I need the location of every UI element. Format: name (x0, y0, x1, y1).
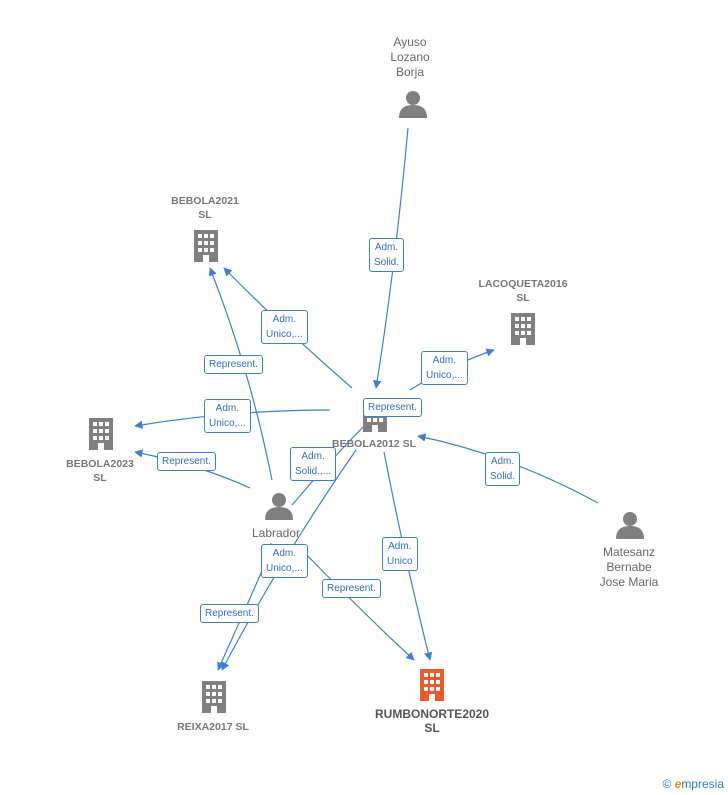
node-ayuso-label[interactable]: Ayuso Lozano Borja (370, 35, 450, 80)
node-bebola2021-label[interactable]: BEBOLA2021 SL (155, 194, 255, 222)
node-ayuso-icon[interactable] (399, 91, 427, 118)
label-line: Labrador (251, 526, 301, 540)
edge-label-adm-solid[interactable]: Adm. Solid. (369, 238, 405, 272)
label-line: Ayuso (393, 35, 427, 49)
edge-label-adm-solid[interactable]: Adm. Solid.,... (290, 447, 337, 481)
label-line: Bernabe (606, 560, 652, 574)
edge-label-line: Unico,... (426, 370, 463, 381)
label-line: LACOQUETA2016 (478, 278, 568, 290)
edge-label-line: Unico,... (209, 418, 246, 429)
edge-label-line: Represent. (327, 583, 376, 594)
edge-labrador-rumbonorte (299, 547, 415, 661)
node-matesanz-icon[interactable] (616, 512, 644, 539)
edge-label-line: Adm. (432, 355, 457, 366)
label-line: BEBOLA2021 (171, 195, 239, 207)
edge-label-line: Solid. (374, 257, 400, 268)
label-line: SL (198, 209, 212, 221)
label-line: REIXA2017 SL (177, 721, 249, 733)
edge-label-line: Represent. (205, 608, 254, 619)
label-line: Jose Maria (599, 575, 659, 589)
edge-label-adm-unico[interactable]: Adm. Unico,... (261, 544, 308, 578)
edge-label-adm-solid[interactable]: Adm. Solid. (485, 452, 521, 486)
label-line: SL (516, 292, 530, 304)
edge-label-represent[interactable]: Represent. (363, 398, 422, 417)
edge-label-line: Adm. (272, 314, 297, 325)
edge-label-line: Adm. (215, 403, 240, 414)
edge-label-line: Represent. (209, 359, 258, 370)
node-labrador-icon[interactable] (265, 493, 293, 520)
node-rumbonorte-label[interactable]: RUMBONORTE2020 SL (362, 707, 502, 735)
edge-label-line: Solid. (490, 471, 516, 482)
label-line: BEBOLA2023 (66, 458, 134, 470)
edge-label-line: Adm. (301, 451, 325, 462)
edge-label-adm-unico[interactable]: Adm. Unico,... (261, 310, 308, 344)
label-line: RUMBONORTE2020 (374, 707, 490, 721)
edge-label-adm-unico[interactable]: Adm. Unico (382, 537, 418, 571)
node-lacoqueta-icon[interactable] (511, 313, 535, 345)
label-line: SL (424, 721, 440, 735)
label-line: SL (93, 472, 107, 484)
label-line: Lozano (390, 50, 430, 64)
copyright-credit: © empresia (662, 777, 724, 791)
node-bebola2012-label[interactable]: BEBOLA2012 SL (318, 437, 430, 451)
node-reixa-icon[interactable] (202, 681, 226, 713)
brand-initial: e (674, 777, 682, 791)
edge-label-represent[interactable]: Represent. (200, 604, 259, 623)
edge-label-represent[interactable]: Represent. (157, 452, 216, 471)
edge-label-line: Adm. (388, 541, 412, 552)
node-bebola2023-label[interactable]: BEBOLA2023 SL (50, 457, 150, 485)
node-matesanz-label[interactable]: Matesanz Bernabe Jose Maria (583, 545, 675, 590)
brand-name: mpresia (681, 777, 724, 791)
edge-label-adm-unico[interactable]: Adm. Unico,... (421, 351, 468, 385)
edge-label-line: Unico (387, 556, 413, 567)
edge-label-line: Adm. (374, 242, 399, 253)
edge-label-line: Represent. (368, 402, 417, 413)
edge-label-line: Adm. (272, 548, 297, 559)
edge-label-line: Represent. (162, 456, 211, 467)
edge-label-represent[interactable]: Represent. (322, 579, 381, 598)
edge-labrador-bebola2021 (208, 267, 273, 481)
label-line: Matesanz (602, 545, 656, 559)
node-bebola2023-icon[interactable] (89, 418, 113, 450)
edge-label-adm-unico[interactable]: Adm. Unico,... (204, 399, 251, 433)
edge-label-line: Solid.,... (295, 466, 332, 477)
edge-label-line: Unico,... (266, 563, 303, 574)
node-bebola2021-icon[interactable] (194, 230, 218, 262)
edge-label-line: Unico,... (266, 329, 303, 340)
node-rumbonorte-icon[interactable] (420, 669, 444, 701)
node-lacoqueta-label[interactable]: LACOQUETA2016 SL (464, 277, 582, 305)
edge-label-line: Adm. (490, 456, 515, 467)
label-line: Borja (395, 65, 424, 79)
node-reixa-label[interactable]: REIXA2017 SL (158, 720, 268, 734)
copyright-icon: © (662, 777, 672, 791)
label-line: BEBOLA2012 SL (331, 438, 417, 450)
edge-label-represent[interactable]: Represent. (204, 355, 263, 374)
